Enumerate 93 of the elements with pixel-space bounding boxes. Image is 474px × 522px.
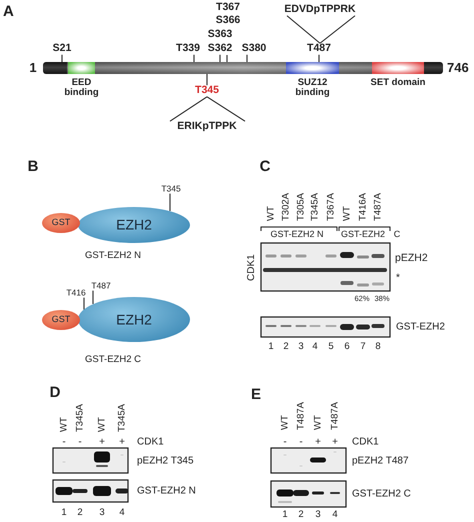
lane-number: 1 bbox=[61, 508, 67, 518]
lane-label: WT bbox=[59, 417, 69, 432]
treatment-sign: + bbox=[332, 436, 338, 448]
site-label: S363 bbox=[208, 29, 232, 41]
site-label: S366 bbox=[216, 15, 240, 27]
site-label: T345 bbox=[195, 85, 219, 97]
treatment-sign: + bbox=[119, 436, 125, 448]
lane-label: WT bbox=[342, 206, 352, 221]
construct-caption: GST-EZH2 C bbox=[85, 354, 141, 366]
treatment-sign: + bbox=[315, 436, 321, 448]
site-label: T345 bbox=[161, 184, 181, 194]
lane-number: 1 bbox=[268, 342, 274, 352]
site-label: T487 bbox=[91, 281, 111, 291]
lane-label: T367A bbox=[326, 193, 336, 221]
panel-letter: E bbox=[251, 386, 261, 404]
ellipse-label: GST bbox=[52, 315, 70, 325]
lane-label: T487A bbox=[330, 402, 340, 430]
domain-label: SUZ12 binding bbox=[294, 78, 331, 99]
site-label: T367 bbox=[216, 2, 240, 14]
site-label: T487 bbox=[307, 43, 331, 55]
enzyme-label: CDK1 bbox=[247, 254, 257, 281]
leader-line bbox=[170, 96, 208, 122]
leader-line bbox=[92, 290, 94, 304]
leader-line bbox=[206, 96, 246, 122]
lane-label: T345A bbox=[310, 193, 320, 221]
construct-caption: GST-EZH2 N bbox=[85, 250, 141, 262]
site-label: S380 bbox=[242, 43, 266, 55]
blot-label: GST-EZH2 N bbox=[137, 486, 196, 496]
domain-label: SET domain bbox=[370, 78, 426, 88]
leader-line bbox=[320, 15, 356, 44]
treatment-sign: + bbox=[99, 436, 105, 448]
lane-number: 8 bbox=[375, 342, 381, 352]
tag-ellipse bbox=[42, 310, 80, 330]
panel-letter: B bbox=[28, 158, 38, 176]
treatment-sign: - bbox=[299, 436, 303, 448]
leader-line bbox=[318, 54, 320, 62]
treatment-label: CDK1 bbox=[352, 436, 379, 448]
lane-number: 2 bbox=[298, 510, 304, 520]
lane-number: 3 bbox=[99, 508, 105, 518]
lane-label: T487A bbox=[373, 193, 383, 221]
lane-number: 3 bbox=[315, 510, 321, 520]
group-label: GST-EZH2 N bbox=[270, 230, 324, 240]
leader-line bbox=[246, 54, 248, 62]
band-label: * bbox=[396, 272, 400, 284]
lane-number: 2 bbox=[283, 342, 289, 352]
lane-number: 1 bbox=[282, 510, 288, 520]
lane-number: 2 bbox=[77, 508, 83, 518]
lane-label: T345A bbox=[75, 404, 85, 432]
treatment-sign: - bbox=[62, 436, 66, 448]
lane-label: WT bbox=[313, 415, 323, 430]
ellipse-label: GST bbox=[52, 218, 70, 228]
lane-label: WT bbox=[266, 206, 276, 221]
panel-letter: D bbox=[50, 384, 60, 402]
lane-label: T345A bbox=[117, 404, 127, 432]
lane-number: 3 bbox=[298, 342, 304, 352]
lane-label: WT bbox=[97, 417, 107, 432]
site-label: T339 bbox=[176, 43, 200, 55]
ellipse-label: EZH2 bbox=[116, 217, 152, 233]
residue-number: 746 bbox=[447, 60, 469, 76]
peptide-label: ERIKpTPPK bbox=[177, 121, 237, 133]
treatment-sign: - bbox=[78, 436, 82, 448]
blot-label: GST-EZH2 C bbox=[352, 488, 411, 500]
site-label: S21 bbox=[52, 43, 72, 55]
blot-label: pEZH2 T487 bbox=[352, 456, 409, 466]
panel-letter: C bbox=[260, 158, 270, 176]
treatment-sign: - bbox=[283, 436, 287, 448]
lane-number: 5 bbox=[328, 342, 334, 352]
treatment-label: CDK1 bbox=[137, 436, 164, 448]
lane-label: T416A bbox=[358, 193, 368, 221]
lane-number: 6 bbox=[344, 342, 350, 352]
lane-label: T305A bbox=[296, 193, 306, 221]
peptide-label: EDVDpTPPRK bbox=[284, 4, 356, 16]
leader-line bbox=[286, 15, 320, 44]
lane-number: 4 bbox=[119, 508, 125, 518]
lane-number: 4 bbox=[312, 342, 318, 352]
ellipse-label: EZH2 bbox=[116, 312, 152, 328]
blot-label: GST-EZH2 bbox=[396, 322, 445, 332]
group-label: C bbox=[394, 230, 400, 240]
domain-label: EED binding bbox=[63, 78, 100, 99]
tag-ellipse bbox=[42, 213, 80, 233]
lane-number: 7 bbox=[360, 342, 366, 352]
band-label: pEZH2 bbox=[395, 253, 428, 265]
lane-label: T302A bbox=[281, 193, 291, 221]
panel-letter: A bbox=[3, 4, 14, 20]
leader-line bbox=[206, 74, 208, 86]
lane-label: WT bbox=[280, 415, 290, 430]
lane-label: T487A bbox=[296, 402, 306, 430]
group-label: GST-EZH2 bbox=[341, 230, 385, 240]
blot-label: pEZH2 T345 bbox=[137, 456, 194, 466]
residue-number: 1 bbox=[29, 60, 37, 76]
lane-number: 4 bbox=[332, 510, 338, 520]
site-label: S362 bbox=[208, 43, 232, 55]
site-label: T416 bbox=[66, 288, 86, 298]
